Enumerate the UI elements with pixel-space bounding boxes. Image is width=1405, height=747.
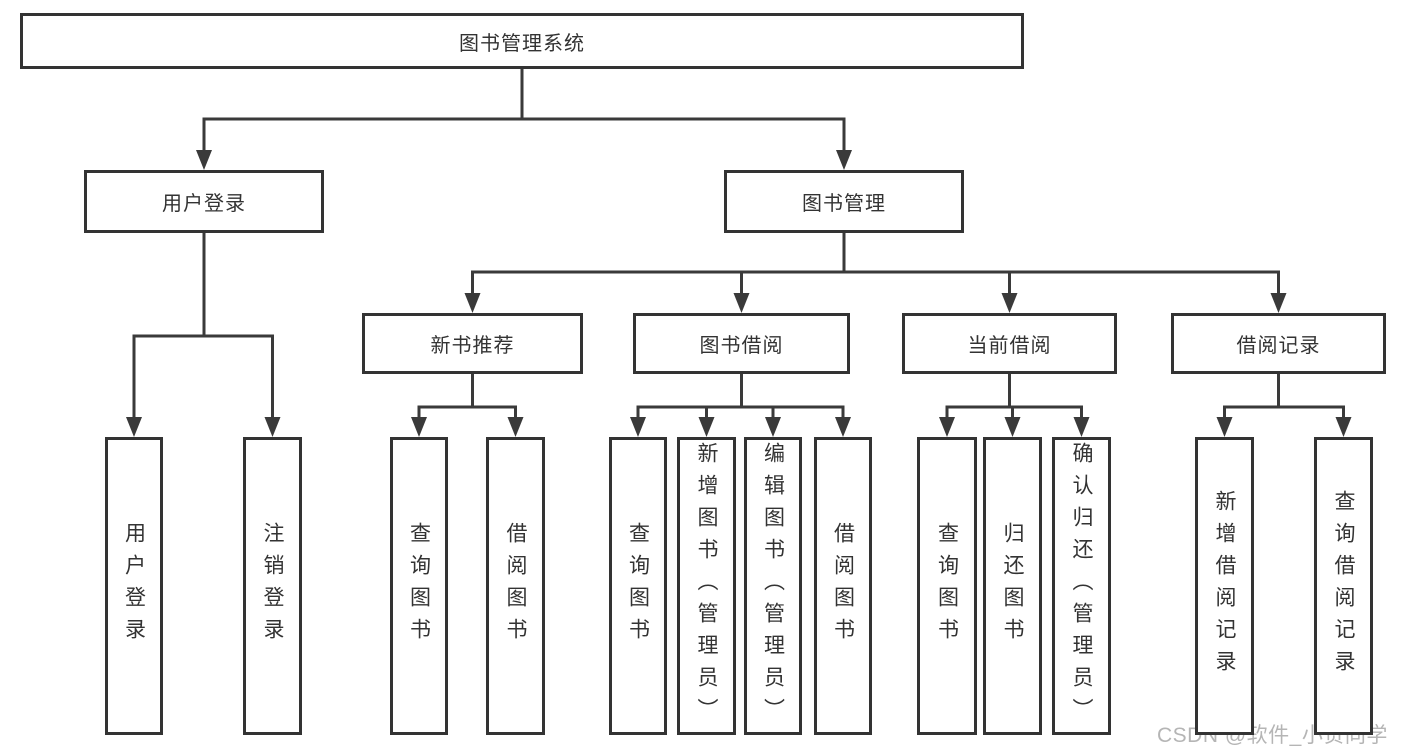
node-br-query-record: 查询借阅记录 [1314, 437, 1373, 735]
node-nbr-query-books: 查询图书 [390, 437, 448, 735]
node-user-login-leaf: 用户登录 [105, 437, 163, 735]
node-book-borrowing: 图书借阅 [633, 313, 850, 374]
node-user-login: 用户登录 [84, 170, 324, 233]
node-br-add-record: 新增借阅记录 [1195, 437, 1254, 735]
node-library-system: 图书管理系统 [20, 13, 1024, 69]
node-book-management: 图书管理 [724, 170, 964, 233]
node-bb-borrow-books: 借阅图书 [814, 437, 872, 735]
node-logout: 注销登录 [243, 437, 302, 735]
node-bb-add-books-admin: 新增图书（管理员） [677, 437, 736, 735]
node-cb-confirm-return-admin: 确认归还（管理员） [1052, 437, 1111, 735]
node-bb-edit-books-admin: 编辑图书（管理员） [744, 437, 802, 735]
node-cb-return-books: 归还图书 [983, 437, 1042, 735]
node-borrow-records: 借阅记录 [1171, 313, 1386, 374]
node-new-book-recommend: 新书推荐 [362, 313, 583, 374]
node-cb-query-books: 查询图书 [917, 437, 977, 735]
node-current-borrowing: 当前借阅 [902, 313, 1117, 374]
node-nbr-borrow-books: 借阅图书 [486, 437, 545, 735]
node-bb-query-books: 查询图书 [609, 437, 667, 735]
